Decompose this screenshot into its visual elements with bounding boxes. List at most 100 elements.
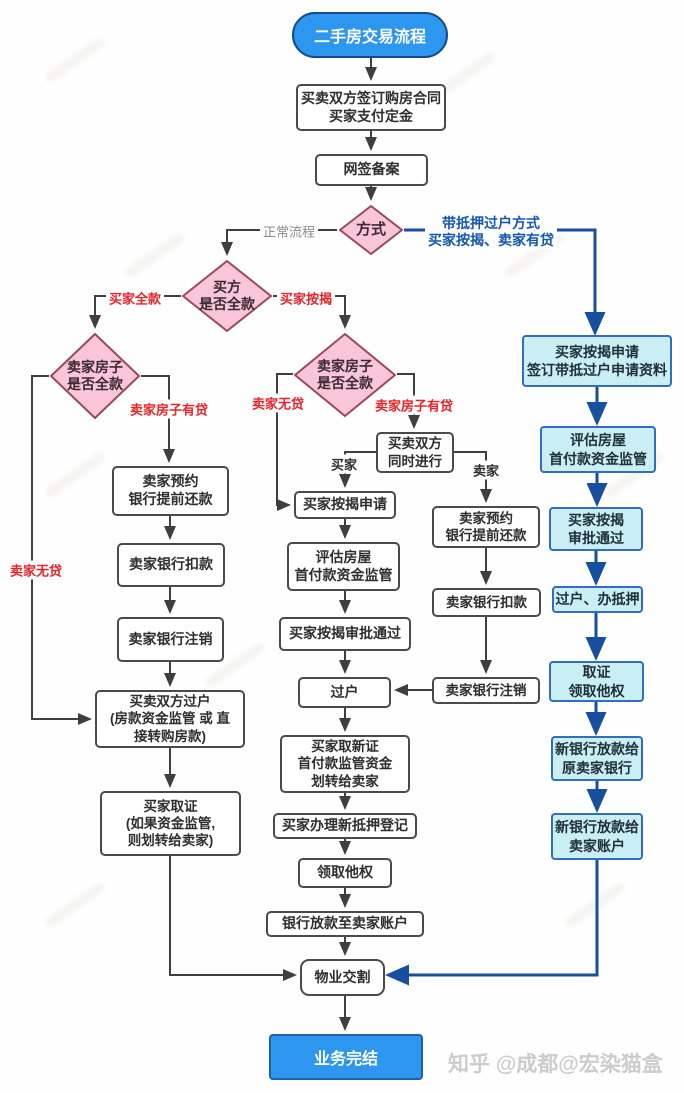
node-blue-transfer-mortgage: 过户、办抵押 — [552, 586, 643, 613]
decision-method-label: 方式 — [355, 220, 386, 238]
node-blue-approved-line2: 审批通过 — [568, 530, 624, 546]
node-blue-pay-old-bank: 新银行放款给 原卖家银行 — [551, 736, 643, 781]
edge-label-with-mortgage-line2: 买家按揭、卖家有贷 — [428, 232, 554, 248]
node-bank-pay-seller-label: 银行放款至卖家账户 — [282, 915, 408, 932]
decision-method: 方式 — [338, 204, 404, 256]
node-finish: 业务完结 — [269, 1034, 423, 1080]
node-new-mortgage-registration: 买家办理新抵押登记 — [273, 813, 417, 839]
zhihu-watermark: 知乎 @成都@宏染猫盒 — [448, 1053, 663, 1076]
node-receive-rights: 领取他权 — [298, 858, 392, 888]
edge-label-buyer-tag: 买家 — [327, 454, 361, 474]
node-property-handover-label: 物业交割 — [314, 968, 371, 985]
node-blue-assess: 评估房屋 首付款资金监管 — [540, 426, 656, 473]
node-sign-contract-line2: 买家支付定金 — [329, 107, 413, 124]
node-both-transfer-line3: 接转购房款) — [134, 728, 206, 744]
node-buyer-get-cert-line1: 买家取证 — [143, 798, 198, 814]
edge-label-seller-has-loan-right: 卖家房子有贷 — [371, 395, 457, 415]
node-simultaneous-line1: 买卖双方 — [388, 436, 442, 452]
node-blue-get-cert-line1: 取证 — [582, 664, 611, 681]
node-left-bank-deduct: 卖家银行扣款 — [117, 543, 225, 587]
node-right-seller-reserve-line1: 卖家预约 — [459, 510, 513, 526]
decision-seller-house-right: 卖家房子 是否全款 — [293, 332, 397, 418]
node-buyer-new-cert-line1: 买家取新证 — [311, 739, 379, 755]
node-blue-pay-seller-line1: 新银行放款给 — [555, 819, 639, 836]
node-start: 二手房交易流程 — [292, 12, 448, 58]
node-online-record-label: 网签备案 — [343, 161, 400, 178]
node-assess-house-line2: 首付款资金监管 — [294, 566, 393, 583]
edge-label-seller-has-loan-left: 卖家房子有贷 — [126, 399, 212, 419]
node-buyer-mortgage-apply: 买家按揭申请 — [294, 491, 396, 519]
decision-buyer-line1: 买方 — [213, 278, 241, 295]
node-buyer-get-cert-line2: (如果资金监管, — [125, 815, 216, 831]
node-both-transfer-line1: 买卖双方过户 — [129, 694, 211, 710]
node-sign-contract: 买卖双方签订购房合同 买家支付定金 — [296, 84, 446, 131]
node-assess-house: 评估房屋 首付款资金监管 — [287, 542, 400, 591]
node-simultaneous: 买卖双方 同时进行 — [376, 432, 454, 473]
node-start-label: 二手房交易流程 — [313, 29, 426, 46]
node-blue-get-cert-line2: 领取他权 — [568, 682, 625, 699]
node-buyer-get-cert: 买家取证 (如果资金监管, 则划转给卖家) — [100, 791, 241, 856]
node-right-bank-deduct: 卖家银行扣款 — [432, 588, 541, 617]
node-transfer-label: 过户 — [330, 683, 359, 700]
node-buyer-new-cert-line2: 首付款监管资金 — [297, 756, 393, 772]
node-assess-house-line1: 评估房屋 — [315, 548, 372, 565]
node-buyer-new-cert: 买家取新证 首付款监管资金 划转给卖家 — [280, 735, 410, 793]
edge-label-with-mortgage-line1: 带抵押过户方式 — [442, 215, 540, 232]
decision-seller-right-line2: 是否全款 — [317, 375, 373, 391]
node-right-bank-deduct-label: 卖家银行扣款 — [446, 594, 527, 610]
edge-label-seller-no-loan-mid: 卖家无贷 — [248, 393, 308, 413]
node-blue-assess-line1: 评估房屋 — [570, 432, 626, 449]
node-right-seller-reserve: 卖家预约 银行提前还款 — [432, 506, 540, 548]
node-buyer-mortgage-apply-label: 买家按揭申请 — [303, 496, 387, 513]
node-blue-get-cert: 取证 领取他权 — [549, 661, 644, 702]
node-right-seller-reserve-line2: 银行提前还款 — [445, 528, 527, 543]
node-simultaneous-line2: 同时进行 — [388, 453, 442, 469]
edge-label-buyer-full: 买家全款 — [105, 288, 165, 308]
node-property-handover: 物业交割 — [300, 959, 385, 996]
node-transfer: 过户 — [298, 677, 391, 708]
edge-label-buyer-mortgage: 买家按揭 — [276, 288, 336, 308]
node-receive-rights-label: 领取他权 — [317, 864, 373, 881]
node-blue-mortgage-apply-line2: 签订带抵过户申请资料 — [527, 362, 667, 378]
node-mortgage-approved-label: 买家按揭审批通过 — [289, 625, 401, 642]
decision-seller-left-line1: 卖家房子 — [67, 358, 123, 375]
edge-label-normal-flow: 正常流程 — [259, 221, 319, 241]
node-blue-mortgage-apply-line1: 买家按揭申请 — [555, 343, 639, 360]
node-finish-label: 业务完结 — [313, 1051, 378, 1068]
decision-buyer-full-payment: 买方 是否全款 — [181, 259, 273, 333]
decision-seller-left-line2: 是否全款 — [67, 376, 123, 392]
node-blue-assess-line2: 首付款资金监管 — [549, 450, 647, 467]
node-mortgage-approved: 买家按揭审批通过 — [279, 617, 411, 651]
node-blue-approved: 买家按揭 审批通过 — [549, 507, 643, 551]
node-new-mortgage-registration-label: 买家办理新抵押登记 — [282, 817, 408, 834]
edge-label-seller-tag: 卖家 — [469, 460, 503, 480]
node-both-transfer: 买卖双方过户 (房款资金监管 或 直 接转购房款) — [95, 690, 245, 748]
node-right-bank-cancel: 卖家银行注销 — [432, 677, 540, 704]
node-left-bank-cancel: 卖家银行注销 — [117, 617, 224, 662]
decision-seller-right-line1: 卖家房子 — [317, 357, 373, 374]
node-left-bank-cancel-label: 卖家银行注销 — [128, 630, 213, 647]
node-blue-pay-old-bank-line2: 原卖家银行 — [562, 759, 632, 776]
node-bank-pay-seller: 银行放款至卖家账户 — [266, 911, 424, 937]
node-blue-pay-old-bank-line1: 新银行放款给 — [555, 741, 639, 758]
node-online-record: 网签备案 — [315, 154, 428, 186]
decision-buyer-full-payment-label: 买方 是否全款 — [181, 259, 273, 333]
node-blue-pay-seller-line2: 卖家账户 — [569, 837, 625, 854]
node-right-bank-cancel-label: 卖家银行注销 — [445, 682, 527, 698]
node-buyer-new-cert-line3: 划转给卖家 — [311, 773, 379, 789]
node-blue-mortgage-apply: 买家按揭申请 签订带抵过户申请资料 — [522, 335, 672, 387]
edge-label-seller-no-loan-far-left: 卖家无贷 — [6, 560, 66, 580]
decision-seller-house-right-label: 卖家房子 是否全款 — [293, 332, 397, 418]
node-both-transfer-line2: (房款资金监管 或 直 — [110, 711, 230, 727]
node-sign-contract-line1: 买卖双方签订购房合同 — [301, 89, 441, 106]
node-buyer-get-cert-line3: 则划转给卖家) — [127, 833, 214, 849]
decision-buyer-line2: 是否全款 — [199, 296, 255, 312]
node-blue-pay-seller: 新银行放款给 卖家账户 — [551, 813, 643, 860]
decision-seller-house-left: 卖家房子 是否全款 — [49, 332, 141, 420]
node-blue-approved-line1: 买家按揭 — [568, 511, 624, 528]
node-blue-transfer-mortgage-label: 过户、办抵押 — [555, 591, 640, 608]
node-left-seller-reserve: 卖家预约 银行提前还款 — [112, 466, 229, 516]
node-left-bank-deduct-label: 卖家银行扣款 — [129, 556, 213, 573]
edge-label-with-mortgage: 带抵押过户方式 买家按揭、卖家有贷 — [425, 215, 557, 249]
